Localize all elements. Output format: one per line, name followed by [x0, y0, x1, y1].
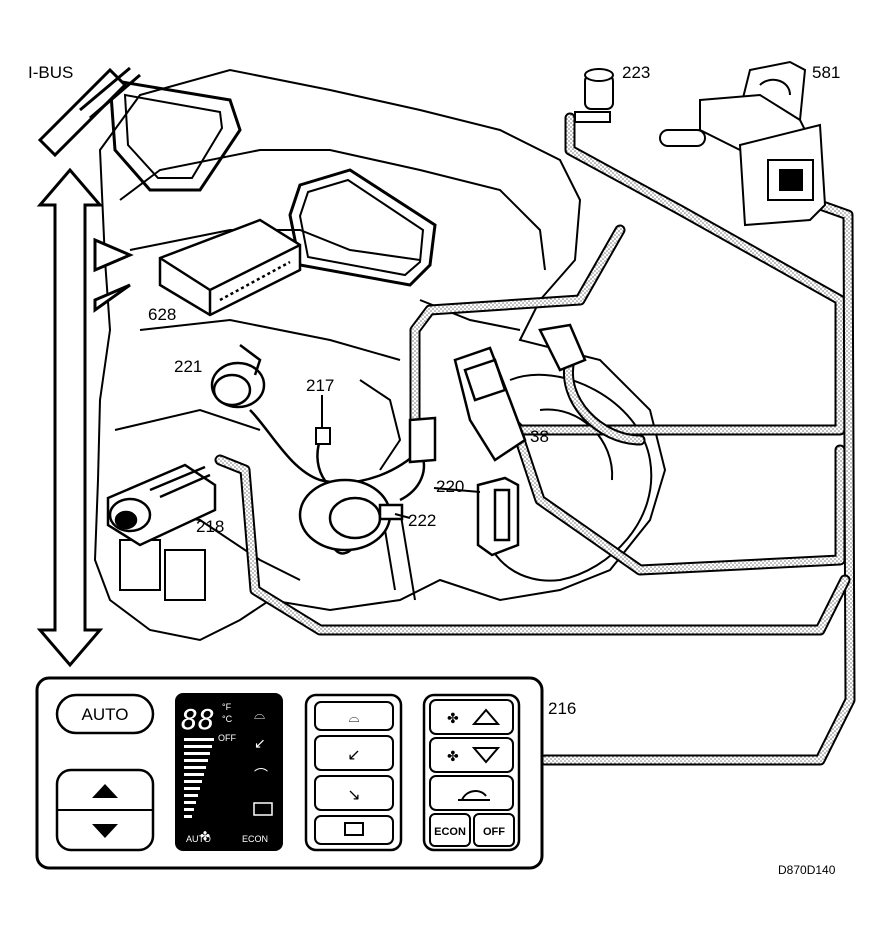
- mode-buttons: ⌓ ↙ ↘: [304, 693, 403, 852]
- temp-rocker[interactable]: [55, 768, 155, 852]
- display-auto: AUTO: [186, 834, 211, 844]
- fan-icon: ✤: [200, 829, 210, 843]
- fan-level-bar: [184, 738, 214, 818]
- display-off: OFF: [218, 733, 236, 743]
- vent-feet-icon: ↘: [347, 785, 360, 804]
- wiring-harness: [214, 112, 856, 766]
- auto-button[interactable]: AUTO: [55, 693, 155, 735]
- component-218-plug: [106, 463, 217, 547]
- arrow-up-icon[interactable]: [92, 784, 118, 798]
- ibus-wires: [79, 66, 141, 120]
- recirc-icon: [458, 790, 490, 801]
- display-unit-f: °F: [222, 702, 232, 712]
- off-button-label: OFF: [483, 826, 505, 838]
- label-223: 223: [622, 63, 650, 82]
- display-temp: 88: [181, 703, 215, 736]
- component-217-connector: [315, 427, 331, 445]
- label-216: 216: [548, 699, 576, 718]
- recirc-icon: ⌒: [254, 768, 268, 784]
- recirc-button[interactable]: [429, 775, 514, 811]
- component-222-motor: [298, 478, 404, 552]
- label-220: 220: [436, 477, 464, 496]
- rear-defrost-button[interactable]: [314, 815, 394, 845]
- component-223-sensor: [574, 68, 614, 123]
- lcd-display: 88 °F °C OFF ✤ ⌓ ↙ ⌒: [175, 693, 283, 851]
- display-unit-c: °C: [222, 714, 233, 724]
- component-628-module: [158, 218, 302, 317]
- auto-button-label: AUTO: [82, 705, 129, 724]
- arrow-down-icon: [471, 747, 501, 764]
- label-221: 221: [174, 357, 202, 376]
- econ-button-label: ECON: [434, 826, 466, 838]
- vent-icon: ↙: [254, 736, 266, 752]
- fan-down-button[interactable]: ✤: [429, 737, 514, 773]
- bus-arrow: [36, 67, 134, 668]
- label-38: 38: [530, 427, 549, 446]
- label-218: 218: [196, 517, 224, 536]
- defrost-icon: ⌓: [254, 707, 265, 723]
- arrow-up-icon: [471, 708, 501, 725]
- rear-defrost-icon: [344, 822, 364, 836]
- label-628: 628: [148, 305, 176, 324]
- fan-icon: ✤: [447, 711, 459, 727]
- vent-face-icon: ↙: [347, 745, 360, 764]
- display-econ: ECON: [242, 834, 268, 844]
- component-38-connector: [408, 323, 587, 464]
- label-217: 217: [306, 376, 334, 395]
- econ-button[interactable]: ECON: [429, 813, 471, 847]
- fan-icon: ✤: [447, 749, 459, 765]
- fan-up-button[interactable]: ✤: [429, 699, 514, 735]
- label-581: 581: [812, 63, 840, 82]
- figure-id: D870D140: [778, 863, 836, 877]
- arrow-down-icon[interactable]: [92, 824, 118, 838]
- callout-leaders: [321, 395, 481, 519]
- label-ibus: I-BUS: [28, 63, 73, 82]
- vent-face-button[interactable]: ↙: [314, 735, 394, 771]
- component-221-sensor: [210, 344, 266, 409]
- defrost-icon: ⌓: [348, 710, 359, 726]
- fan-cluster: ✤ ✤ ECON OFF: [422, 693, 521, 852]
- vent-feet-button[interactable]: ↘: [314, 775, 394, 811]
- component-581-actuator: [659, 60, 827, 227]
- label-222: 222: [408, 511, 436, 530]
- off-button[interactable]: OFF: [473, 813, 515, 847]
- component-220-relay: [476, 476, 520, 557]
- rear-defrost-icon: [253, 802, 273, 816]
- defrost-button[interactable]: ⌓: [314, 701, 394, 731]
- control-panel: AUTO 88 °F °C OFF: [35, 676, 544, 870]
